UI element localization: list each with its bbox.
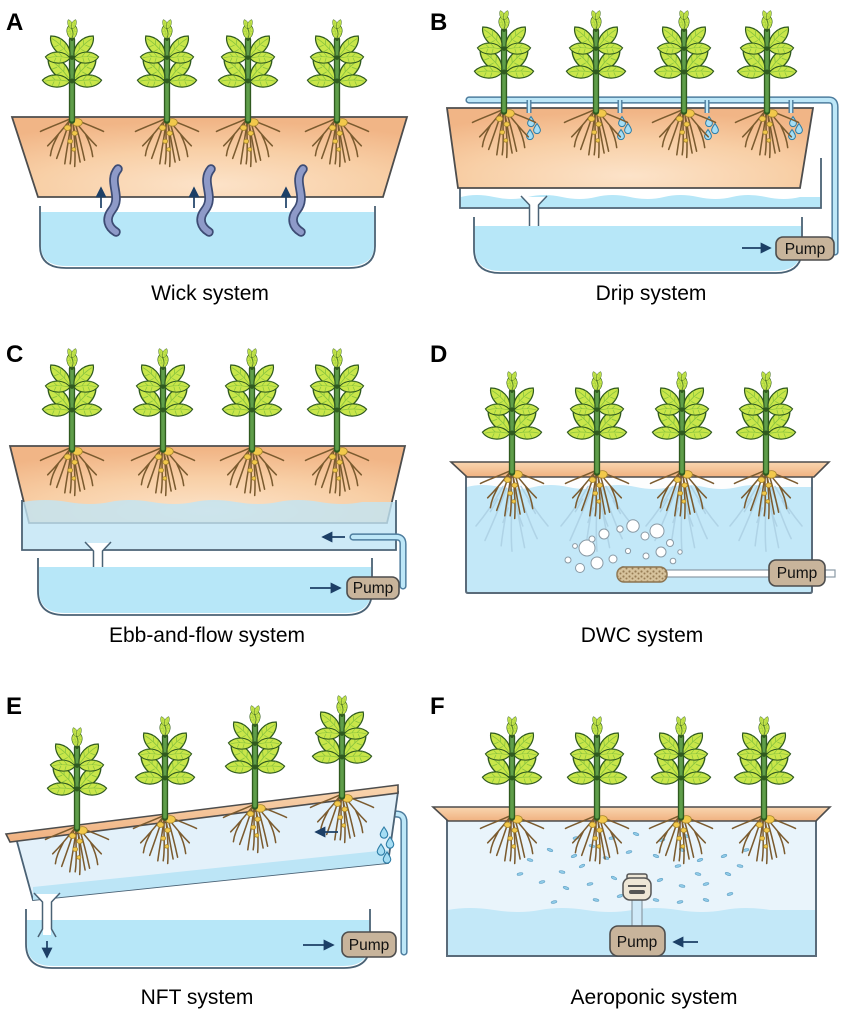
- pump-label: Pump: [777, 565, 818, 582]
- drip-emitters: [526, 100, 794, 113]
- panel-caption: DWC system: [581, 624, 704, 647]
- panel-caption: Wick system: [151, 282, 269, 305]
- panel-wick-system: A Wick system: [6, 9, 409, 305]
- air-tube-outlet: [824, 569, 836, 578]
- flood-water: [23, 500, 396, 549]
- panel-letter: D: [430, 341, 447, 368]
- chamber-lid: [430, 806, 832, 822]
- return-pipe: [387, 810, 408, 956]
- air-stone: [616, 566, 668, 583]
- panel-letter: F: [430, 693, 445, 720]
- catch-basin-water: [461, 195, 820, 207]
- tank-water: [467, 485, 811, 592]
- pump-label: Pump: [617, 934, 658, 951]
- pump: [341, 931, 397, 958]
- reservoir-water: [475, 226, 801, 271]
- panel-ebb-and-flow-system: Pump C Ebb-and-flow system: [6, 341, 407, 647]
- reservoir-water: [39, 567, 371, 613]
- reservoir: [37, 558, 373, 616]
- capillary-up-arrows: [95, 186, 292, 208]
- panel-caption: Aeroponic system: [571, 986, 738, 1009]
- reservoir: [39, 206, 376, 269]
- pump: [768, 559, 826, 587]
- panel-caption: Drip system: [596, 282, 707, 305]
- air-bubbles: [564, 519, 683, 575]
- panel-drip-system: Pump B Drip system: [430, 0, 839, 305]
- panel-caption: Ebb-and-flow system: [109, 624, 305, 647]
- panel-aeroponic-system: Pump F Aeroponic system: [430, 693, 832, 1009]
- air-tube: [663, 569, 770, 578]
- floating-raft: [448, 461, 831, 478]
- mist-nozzle: [622, 873, 652, 901]
- pump-label: Pump: [349, 937, 390, 954]
- panel-caption: NFT system: [141, 986, 254, 1009]
- panel-letter: C: [6, 341, 23, 368]
- outer-container: [21, 500, 397, 551]
- pump: [346, 576, 400, 600]
- supply-pipe: [465, 96, 839, 256]
- pump-label: Pump: [785, 241, 826, 258]
- pump-label: Pump: [353, 580, 394, 597]
- pump: [609, 925, 666, 957]
- panel-letter: E: [6, 693, 22, 720]
- nutrient-film: [33, 850, 388, 900]
- panel-letter: B: [430, 9, 447, 36]
- return-pipe: [349, 533, 407, 590]
- panel-dwc-system: Pump D DWC system: [430, 341, 836, 647]
- reservoir-water: [41, 212, 374, 266]
- tank: [465, 473, 813, 594]
- reservoir-water: [27, 920, 369, 966]
- panel-letter: A: [6, 9, 23, 36]
- panel-nft-system: Pump E NFT system: [4, 660, 408, 1009]
- channel-lid: [4, 784, 399, 843]
- pump: [775, 236, 835, 261]
